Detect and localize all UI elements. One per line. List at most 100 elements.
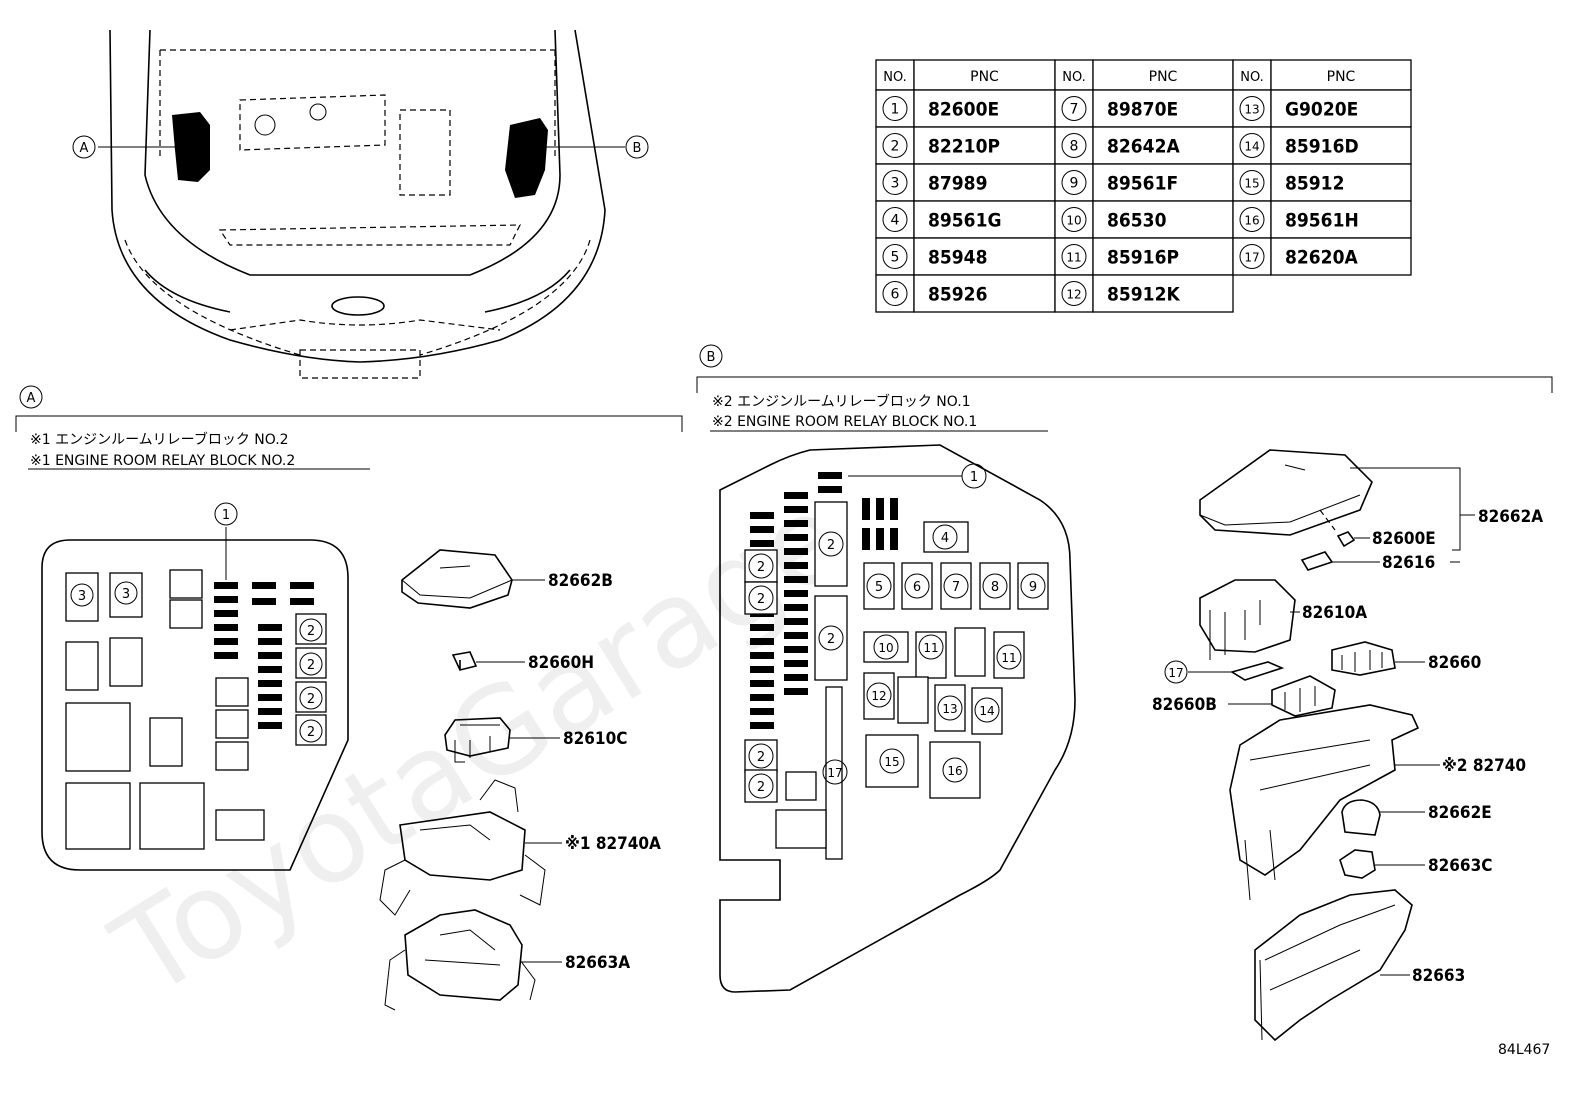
fuse-label-2: 2 <box>827 632 835 647</box>
part-82662a-illustration <box>1199 449 1475 551</box>
section-a-header: A ※1 エンジンルームリレーブロック NO.2 ※1 ENGINE ROOM … <box>15 385 683 470</box>
table-cell-pnc: 85926 <box>928 284 987 306</box>
relay-block-a-location <box>172 112 210 182</box>
fuse-label-7: 7 <box>952 580 960 595</box>
table-cell-pnc: 82642A <box>1107 136 1180 158</box>
table-cell-no: 13 <box>1244 103 1259 117</box>
part-82660-label: 82660 <box>1428 653 1481 673</box>
part-82610c-label: 82610C <box>563 729 627 749</box>
part-82610c-illustration <box>444 717 560 763</box>
fuse-label-2: 2 <box>307 624 315 639</box>
table-cell-pnc: 85912K <box>1107 284 1180 306</box>
part-82610a-label: 82610A <box>1302 603 1367 623</box>
section-b-title-jp: ※2 エンジンルームリレーブロック NO.1 <box>712 393 971 410</box>
table-cell-no: 5 <box>891 250 900 266</box>
svg-text:A: A <box>27 391 36 406</box>
table-cell-no: 9 <box>1070 176 1079 192</box>
table-cell-pnc: 89561H <box>1285 210 1359 232</box>
fuse-label-2: 2 <box>307 692 315 707</box>
fuse-label-1a: 1 <box>214 502 238 526</box>
part-82616-label: 82616 <box>1382 553 1435 573</box>
table-header-pnc: PNC <box>1327 69 1356 85</box>
table-cell-pnc: 89561F <box>1107 173 1178 195</box>
part-82740-label: ※2 82740 <box>1442 756 1526 776</box>
table-row: 3 87989 <box>875 163 1056 202</box>
fuse-label-8: 8 <box>991 580 999 595</box>
fuse-label-12: 12 <box>871 689 886 703</box>
table-row: 5 85948 <box>875 237 1056 276</box>
fuse-label-6: 6 <box>913 580 921 595</box>
part-82663a-label: 82663A <box>565 953 630 973</box>
part-82740-illustration <box>1229 704 1440 901</box>
part-17-illustration <box>1188 661 1285 681</box>
table-row: 9 89561F <box>1054 163 1234 202</box>
fuse-label-4: 4 <box>941 531 949 546</box>
table-header-no: NO. <box>1062 70 1086 85</box>
callout-b-top: B <box>625 135 649 159</box>
part-82660-illustration <box>1331 641 1425 676</box>
svg-text:1: 1 <box>222 508 230 523</box>
svg-text:B: B <box>707 350 716 365</box>
part-82740a-illustration <box>379 779 562 916</box>
part-82662b-label: 82662B <box>548 571 613 591</box>
svg-text:A: A <box>80 141 89 156</box>
fuse-label-1: 1 <box>970 470 978 485</box>
figure-code: 84L467 <box>1498 1042 1550 1058</box>
fuse-label-2: 2 <box>757 780 765 795</box>
table-cell-no: 14 <box>1244 140 1259 154</box>
part-82600e-label: 82600E <box>1372 529 1436 549</box>
table-cell-pnc: 85948 <box>928 247 987 269</box>
fuse-label-3b: 3 <box>114 581 138 605</box>
table-cell-pnc: 89561G <box>928 210 1002 232</box>
relay-block-b-location <box>505 118 548 198</box>
table-cell-pnc: 85912 <box>1285 173 1344 195</box>
part-82663c-label: 82663C <box>1428 856 1492 876</box>
table-cell-no: 10 <box>1066 214 1081 228</box>
table-cell-no: 3 <box>891 176 900 192</box>
fuse-label-11: 11 <box>923 641 938 655</box>
fuse-label-10: 10 <box>878 641 893 655</box>
part-82616-illustration <box>1300 551 1460 571</box>
fuse-label-2: 2 <box>757 560 765 575</box>
fuse-label-15: 15 <box>884 755 899 769</box>
table-cell-pnc: 85916D <box>1285 136 1359 158</box>
table-cell-pnc: 87989 <box>928 173 987 195</box>
part-82660h-label: 82660H <box>528 653 594 673</box>
part-82663-label: 82663 <box>1412 966 1465 986</box>
table-header-pnc: PNC <box>1149 69 1178 85</box>
fuse-label-17: 17 <box>827 766 842 780</box>
part-82610a-illustration <box>1199 579 1300 660</box>
part-82663c-illustration <box>1339 849 1425 879</box>
fuse-label-3a: 3 <box>70 583 94 607</box>
table-cell-no: 7 <box>1070 102 1079 118</box>
fuse-label-14: 14 <box>979 704 994 718</box>
part-82660b-illustration <box>1228 675 1336 717</box>
part-82663a-illustration <box>384 909 562 1011</box>
svg-text:3: 3 <box>78 589 86 604</box>
table-row: 14 85916D <box>1232 126 1412 165</box>
fuse-label-9: 9 <box>1029 580 1037 595</box>
table-cell-no: 4 <box>891 213 900 229</box>
part-82662a-label: 82662A <box>1478 507 1543 527</box>
part-82660b-label: 82660B <box>1152 695 1217 715</box>
fuse-label-5: 5 <box>875 580 883 595</box>
part-82740a-label: ※1 82740A <box>565 834 661 854</box>
table-header-pnc: PNC <box>970 69 999 85</box>
fuse-label-2: 2 <box>757 592 765 607</box>
svg-text:B: B <box>633 141 642 156</box>
table-cell-pnc: 82210P <box>928 136 1000 158</box>
fuse-label-11: 11 <box>1001 651 1016 665</box>
